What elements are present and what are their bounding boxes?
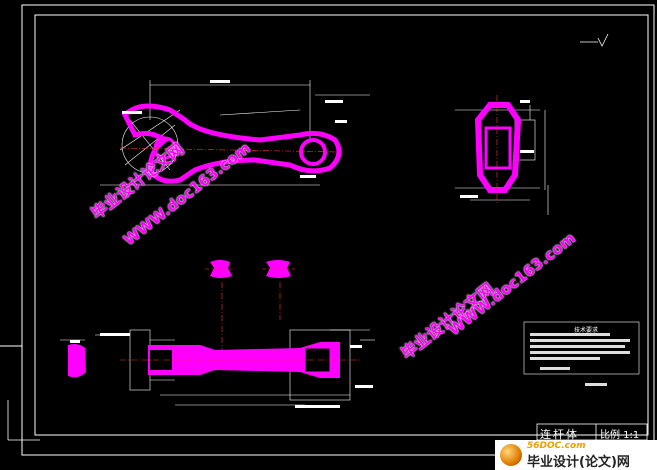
side-view (455, 95, 549, 215)
bottom-view-section (60, 329, 375, 408)
roughness-symbol (580, 33, 609, 47)
technical-requirements-title: 技术要求 (574, 327, 599, 334)
section-views (205, 260, 295, 350)
title-block-scale: 比例 1:1 (600, 430, 640, 441)
title-block-part-name: 连杆体 (540, 428, 579, 441)
main-view-connecting-rod (100, 80, 370, 186)
ucs-icon (7, 400, 40, 441)
site-logo-banner[interactable] (495, 440, 657, 470)
technical-requirements (523, 321, 640, 386)
logo-title: 毕业设计(论文)网 (527, 455, 630, 470)
sheet-border (0, 4, 655, 456)
logo-ball-icon (500, 444, 522, 466)
logo-site-name: 56DOC.com (527, 441, 586, 451)
